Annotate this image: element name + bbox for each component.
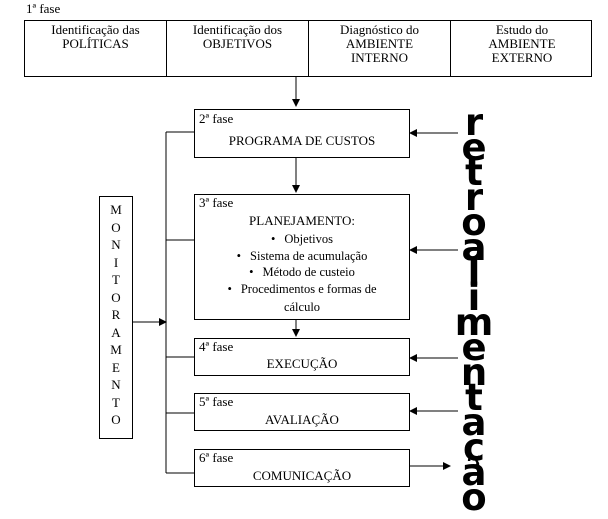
list-item: Objetivos — [195, 231, 409, 248]
monitoring-letter: T — [112, 394, 120, 410]
monitoring-letter: I — [113, 254, 119, 270]
phase3-box: 3ª fase PLANEJAMENTO: Objetivos Sistema … — [194, 194, 410, 320]
phase3-label: 3ª fase — [199, 195, 234, 210]
feedback-letter: r — [464, 176, 484, 219]
feedback-letter: m — [454, 301, 494, 344]
list-item-continuation: cálculo — [283, 300, 321, 314]
phase5-title: AVALIAÇÃO — [265, 412, 339, 427]
cell-line: POLÍTICAS — [62, 36, 129, 51]
feedback-letter: r — [464, 101, 484, 144]
feedback-letter: o — [461, 201, 487, 244]
cell-line: Diagnóstico do — [339, 22, 420, 37]
monitoring-letter: M — [110, 202, 122, 217]
feedback-letter: n — [460, 351, 488, 394]
monitoring-letter: N — [111, 237, 121, 252]
list-item: Procedimentos e formas de — [195, 281, 409, 298]
phase4-label: 4ª fase — [199, 339, 234, 354]
cell-line: INTERNO — [350, 50, 409, 65]
phase5-label: 5ª fase — [199, 394, 234, 409]
monitoring-letter: O — [111, 219, 121, 235]
feedback-letter: t — [465, 376, 483, 419]
phase1-label: 1ª fase — [26, 1, 61, 16]
phase4-box: 4ª fase EXECUÇÃO — [194, 338, 410, 376]
feedback-letter: e — [461, 326, 487, 369]
monitoring-letter: O — [111, 412, 121, 427]
phase6-box: 6ª fase COMUNICAÇÃO — [194, 449, 410, 487]
cell-politicas: Identificação das POLÍTICAS — [25, 21, 167, 76]
phase6-label: 6ª fase — [199, 450, 234, 465]
list-item: Método de custeio — [195, 264, 409, 281]
phase2-label: 2ª fase — [199, 111, 234, 126]
cell-line: OBJETIVOS — [202, 36, 273, 51]
feedback-letter: i — [467, 276, 481, 319]
feedback-letter: a — [461, 226, 487, 269]
cell-line: Identificação dos — [192, 22, 283, 37]
feedback-letter: ã — [461, 451, 487, 494]
list-item: Sistema de acumulação — [195, 248, 409, 265]
cell-ambiente-interno: Diagnóstico do AMBIENTE INTERNO — [309, 21, 451, 76]
cell-line: Estudo do — [495, 22, 549, 37]
cell-ambiente-externo: Estudo do AMBIENTE EXTERNO — [451, 21, 593, 76]
monitoring-letter: R — [111, 307, 121, 322]
phase3-title: PLANEJAMENTO: — [249, 213, 355, 228]
cell-line: AMBIENTE — [345, 36, 414, 51]
monitoring-letter: O — [111, 289, 121, 305]
monitoring-letter: N — [111, 377, 121, 392]
phase3-list: Objetivos Sistema de acumulação Método d… — [195, 231, 409, 297]
phase1-table: Identificação das POLÍTICAS Identificaçã… — [24, 20, 592, 77]
monitoring-letter: T — [112, 272, 120, 287]
cell-line: Identificação das — [51, 22, 140, 37]
monitoring-letter: A — [111, 324, 121, 340]
phase2-title: PROGRAMA DE CUSTOS — [228, 133, 376, 148]
feedback-letter: t — [465, 151, 483, 194]
feedback-letter: l — [467, 251, 481, 294]
feedback-letter: ç — [463, 426, 485, 469]
feedback-letter: o — [461, 476, 487, 519]
feedback-letter: e — [461, 126, 487, 169]
cell-objetivos: Identificação dos OBJETIVOS — [167, 21, 309, 76]
phase4-title: EXECUÇÃO — [266, 356, 338, 371]
monitoring-letter: M — [110, 342, 122, 357]
phase5-box: 5ª fase AVALIAÇÃO — [194, 393, 410, 431]
phase2-box: 2ª fase PROGRAMA DE CUSTOS — [194, 109, 410, 158]
monitoring-letter: E — [112, 359, 120, 375]
phase6-title: COMUNICAÇÃO — [252, 468, 352, 483]
feedback-letter: a — [461, 401, 487, 444]
cell-line: AMBIENTE — [488, 36, 556, 51]
cell-line: EXTERNO — [491, 50, 553, 65]
